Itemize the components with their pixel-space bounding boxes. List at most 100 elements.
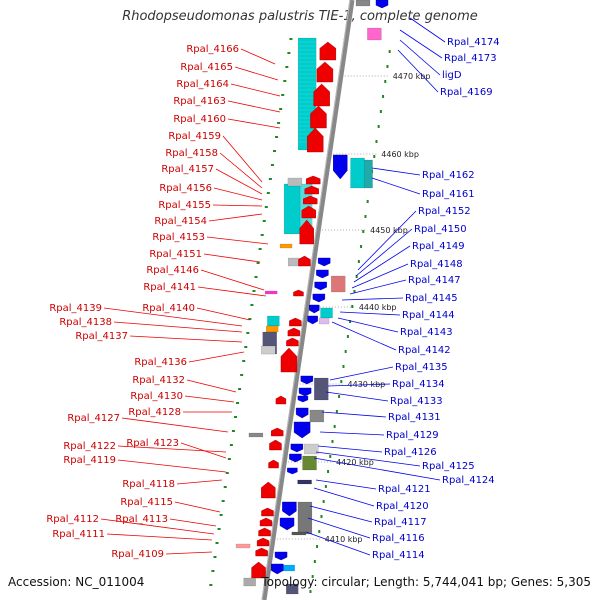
gene-leader-right bbox=[353, 245, 411, 283]
gc-dot-left bbox=[268, 178, 272, 180]
gene-leader-left bbox=[165, 551, 213, 555]
gene-label-right: Rpal_4143 bbox=[400, 327, 453, 338]
gc-dot-left bbox=[242, 360, 246, 362]
gene-leader-left bbox=[215, 168, 263, 195]
gene-label-left: Rpal_4109 bbox=[111, 549, 164, 560]
gene-leader-right bbox=[325, 391, 389, 402]
reverse-gene-arrow bbox=[271, 563, 284, 575]
gene-leader-right bbox=[305, 531, 371, 556]
gene-leader-left bbox=[129, 335, 243, 343]
gene-leader-left bbox=[240, 48, 276, 65]
forward-gene-arrow bbox=[286, 337, 299, 347]
gc-dot-left bbox=[209, 584, 213, 586]
rrna-block-right-2 bbox=[364, 159, 373, 189]
kbp-label: 4420 kbp bbox=[336, 458, 374, 467]
gene-label-left: Rpal_4123 bbox=[126, 438, 179, 449]
gc-dot-right bbox=[309, 590, 312, 593]
kbp-label: 4470 kbp bbox=[393, 72, 431, 81]
gene-label-left: Rpal_4154 bbox=[154, 216, 207, 227]
gc-dot-right bbox=[316, 545, 319, 548]
kbp-label: 4440 kbp bbox=[359, 303, 397, 312]
reverse-gene-arrow bbox=[274, 551, 288, 561]
rrna-small bbox=[267, 315, 280, 327]
gc-dot-right bbox=[324, 485, 327, 488]
forward-gene-arrow bbox=[293, 289, 304, 297]
gc-dot-right bbox=[340, 380, 343, 383]
gene-leader-right bbox=[313, 457, 441, 481]
gene-label-right: Rpal_4173 bbox=[444, 53, 497, 64]
forward-gene-arrow bbox=[271, 427, 284, 437]
gene-label-left: Rpal_4119 bbox=[63, 455, 116, 466]
gene-label-left: Rpal_4115 bbox=[120, 497, 173, 508]
gc-dot-left bbox=[258, 248, 262, 250]
gene-leader-right bbox=[399, 29, 443, 59]
gene-leader-right bbox=[371, 167, 421, 176]
misc-gene-lilac bbox=[318, 317, 330, 325]
gene-leader-left bbox=[208, 213, 263, 222]
gc-dot-right bbox=[311, 575, 314, 578]
gc-dot-left bbox=[248, 318, 252, 320]
forward-gene-arrow bbox=[287, 327, 301, 337]
reverse-gene-arrow bbox=[289, 453, 302, 463]
misc-gene-azure bbox=[282, 564, 295, 572]
misc-gene-grey bbox=[248, 432, 264, 438]
gene-leader-left bbox=[121, 417, 229, 433]
gene-label-left: Rpal_4156 bbox=[159, 183, 212, 194]
gc-dot-right bbox=[346, 335, 349, 338]
gc-dot-right bbox=[382, 95, 385, 98]
gene-leader-left bbox=[212, 204, 263, 207]
gc-dot-right bbox=[355, 275, 358, 278]
reverse-gene-arrow bbox=[307, 315, 318, 325]
gene-label-right: Rpal_4125 bbox=[422, 461, 475, 472]
gc-dot-left bbox=[277, 122, 281, 124]
misc-gene-grey bbox=[243, 577, 256, 587]
forward-gene-arrow bbox=[255, 547, 268, 557]
gene-label-right: Rpal_4142 bbox=[398, 345, 451, 356]
gene-label-left: Rpal_4151 bbox=[149, 249, 202, 260]
gene-label-right: Rpal_4121 bbox=[378, 484, 431, 495]
forward-gene-arrow bbox=[268, 459, 279, 469]
gene-leader-right bbox=[357, 210, 417, 271]
misc-gene-orange bbox=[265, 325, 279, 333]
gene-label-left: Rpal_4132 bbox=[132, 375, 185, 386]
gc-dot-right bbox=[313, 560, 316, 563]
gc-dot-left bbox=[275, 136, 279, 138]
reverse-gene-arrow bbox=[279, 517, 295, 531]
misc-gene-dark bbox=[291, 531, 307, 536]
gc-dot-left bbox=[225, 472, 229, 474]
forward-gene-arrow bbox=[261, 481, 276, 499]
gc-dot-left bbox=[287, 52, 291, 54]
gene-label-left: Rpal_4166 bbox=[186, 44, 239, 55]
gene-leader-right bbox=[371, 177, 421, 195]
rrna-block-right bbox=[350, 157, 365, 189]
gene-leader-right bbox=[351, 263, 409, 289]
gene-leader-right bbox=[315, 451, 421, 467]
gc-dot-right bbox=[318, 530, 321, 533]
reverse-gene-arrow bbox=[282, 501, 297, 517]
gene-label-left: Rpal_4112 bbox=[46, 514, 99, 525]
gc-dot-left bbox=[236, 402, 240, 404]
gene-label-left: Rpal_4111 bbox=[52, 529, 105, 540]
gc-dot-left bbox=[252, 290, 256, 292]
gc-dot-left bbox=[211, 570, 215, 572]
gene-label-right: Rpal_4144 bbox=[402, 310, 455, 321]
gene-label-right: Rpal_4134 bbox=[392, 379, 445, 390]
gene-label-right: Rpal_4152 bbox=[418, 206, 471, 217]
gc-dot-right bbox=[373, 155, 376, 158]
gene-label-right: Rpal_4126 bbox=[384, 447, 437, 458]
forward-gene-arrow bbox=[316, 61, 334, 83]
gene-label-right: Rpal_4135 bbox=[395, 362, 448, 373]
gc-dot-right bbox=[349, 320, 352, 323]
misc-gene-grey-top bbox=[355, 0, 371, 7]
gene-label-left: Rpal_4136 bbox=[134, 357, 187, 368]
gc-dot-left bbox=[254, 276, 258, 278]
gene-leader-left bbox=[113, 321, 243, 333]
gene-leader-right bbox=[309, 505, 373, 523]
reverse-gene-arrow bbox=[293, 421, 311, 439]
gene-label-right: Rpal_4150 bbox=[414, 224, 467, 235]
gc-dot-right bbox=[333, 425, 336, 428]
gene-leader-left bbox=[103, 307, 243, 327]
gene-leader-right bbox=[315, 479, 377, 490]
reverse-gene-arrow bbox=[300, 375, 314, 385]
